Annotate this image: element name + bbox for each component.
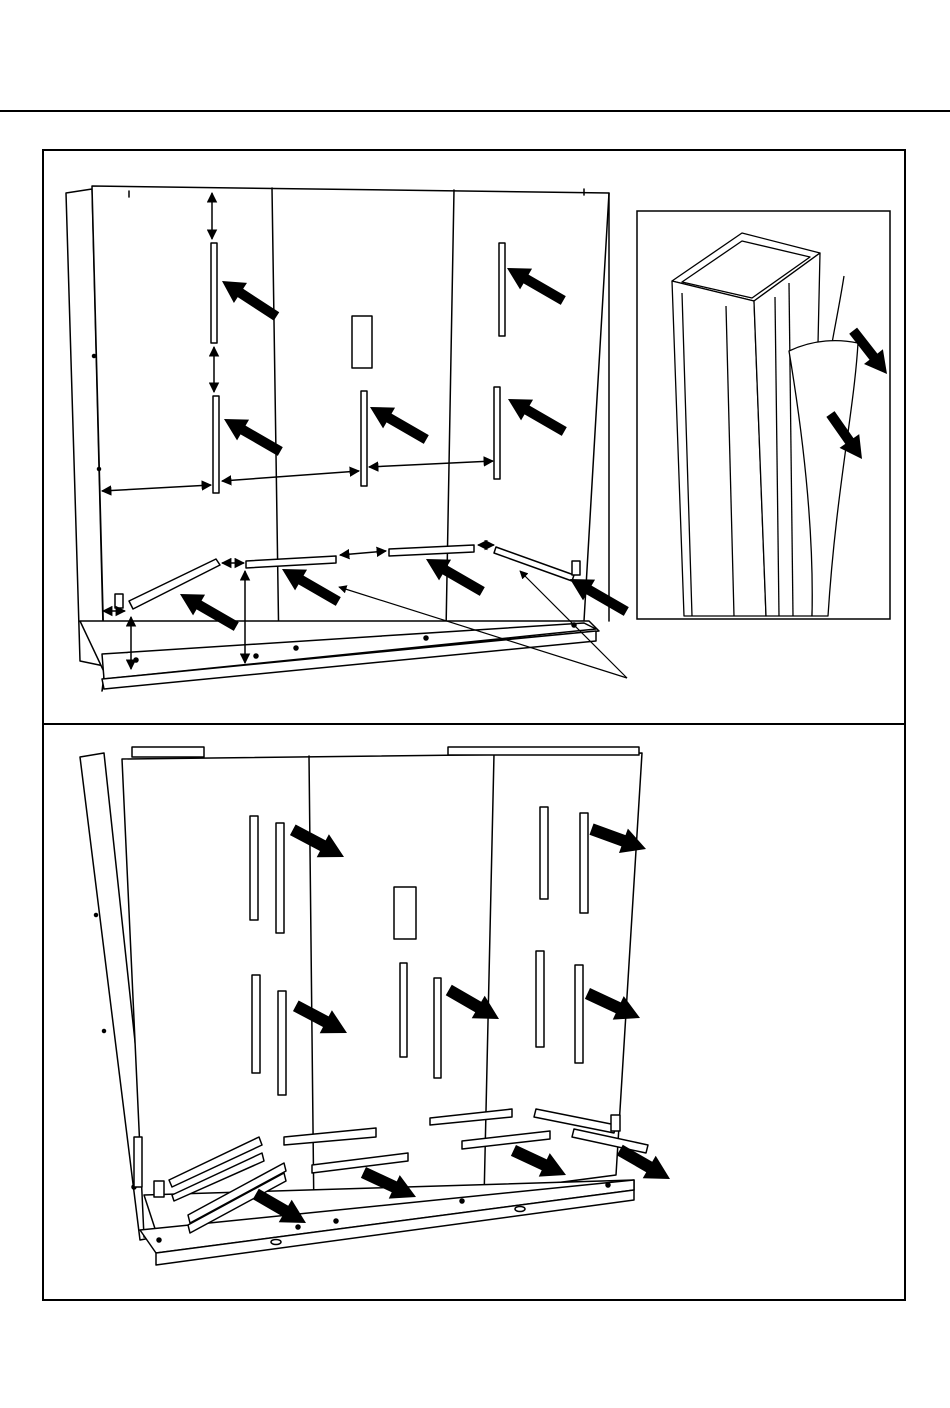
step-bottom-panel bbox=[42, 723, 906, 1301]
step-bottom-illustration bbox=[44, 725, 904, 1299]
tape-strip-detail bbox=[637, 211, 896, 619]
header-rule bbox=[0, 110, 950, 112]
step-top-panel bbox=[42, 149, 906, 725]
step-top-illustration bbox=[44, 151, 904, 723]
cabinet-back-panel bbox=[66, 186, 609, 691]
